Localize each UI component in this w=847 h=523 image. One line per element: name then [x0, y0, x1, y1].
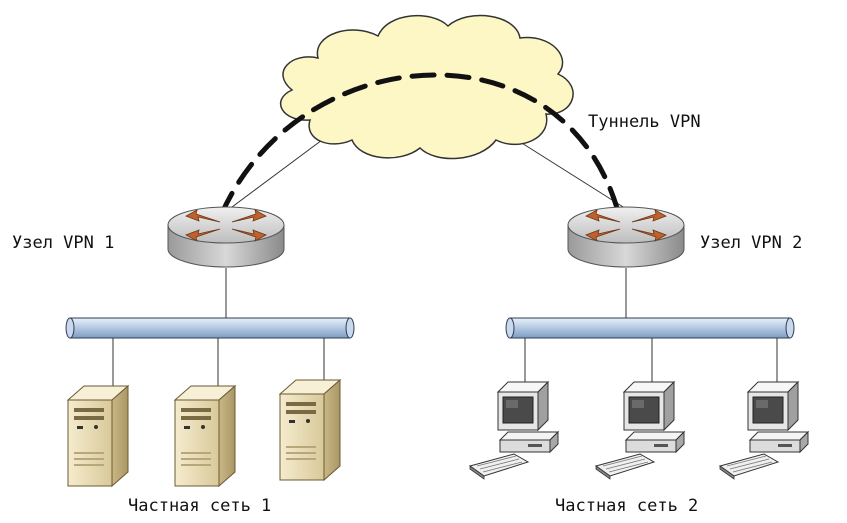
internet-cloud-icon [279, 14, 574, 160]
desktop-computer-icon-2 [595, 381, 685, 480]
router-icon-1 [167, 206, 285, 268]
server-tower-icon-3 [279, 379, 341, 481]
server-tower-icon-2 [174, 385, 236, 487]
uplink-line-2 [516, 139, 629, 211]
vpn-tunnel-path [219, 72, 620, 216]
network-bus-1 [65, 317, 355, 339]
router-icon-2 [567, 206, 685, 268]
server-tower-icon-1 [67, 385, 129, 487]
private-network-2-label: Частная сеть 2 [555, 496, 699, 516]
uplink-line-1 [227, 139, 323, 211]
vpn-node-1-label: Узел VPN 1 [12, 233, 115, 253]
vpn-tunnel-label: Туннель VPN [588, 112, 701, 132]
private-network-1-label: Частная сеть 1 [128, 496, 272, 516]
vpn-node-2-label: Узел VPN 2 [700, 233, 803, 253]
drop-lines-1 [112, 338, 325, 388]
desktop-computer-icon-3 [719, 381, 809, 480]
network-bus-2 [505, 317, 795, 339]
drop-lines-2 [524, 338, 778, 384]
desktop-computer-icon-1 [469, 381, 559, 480]
